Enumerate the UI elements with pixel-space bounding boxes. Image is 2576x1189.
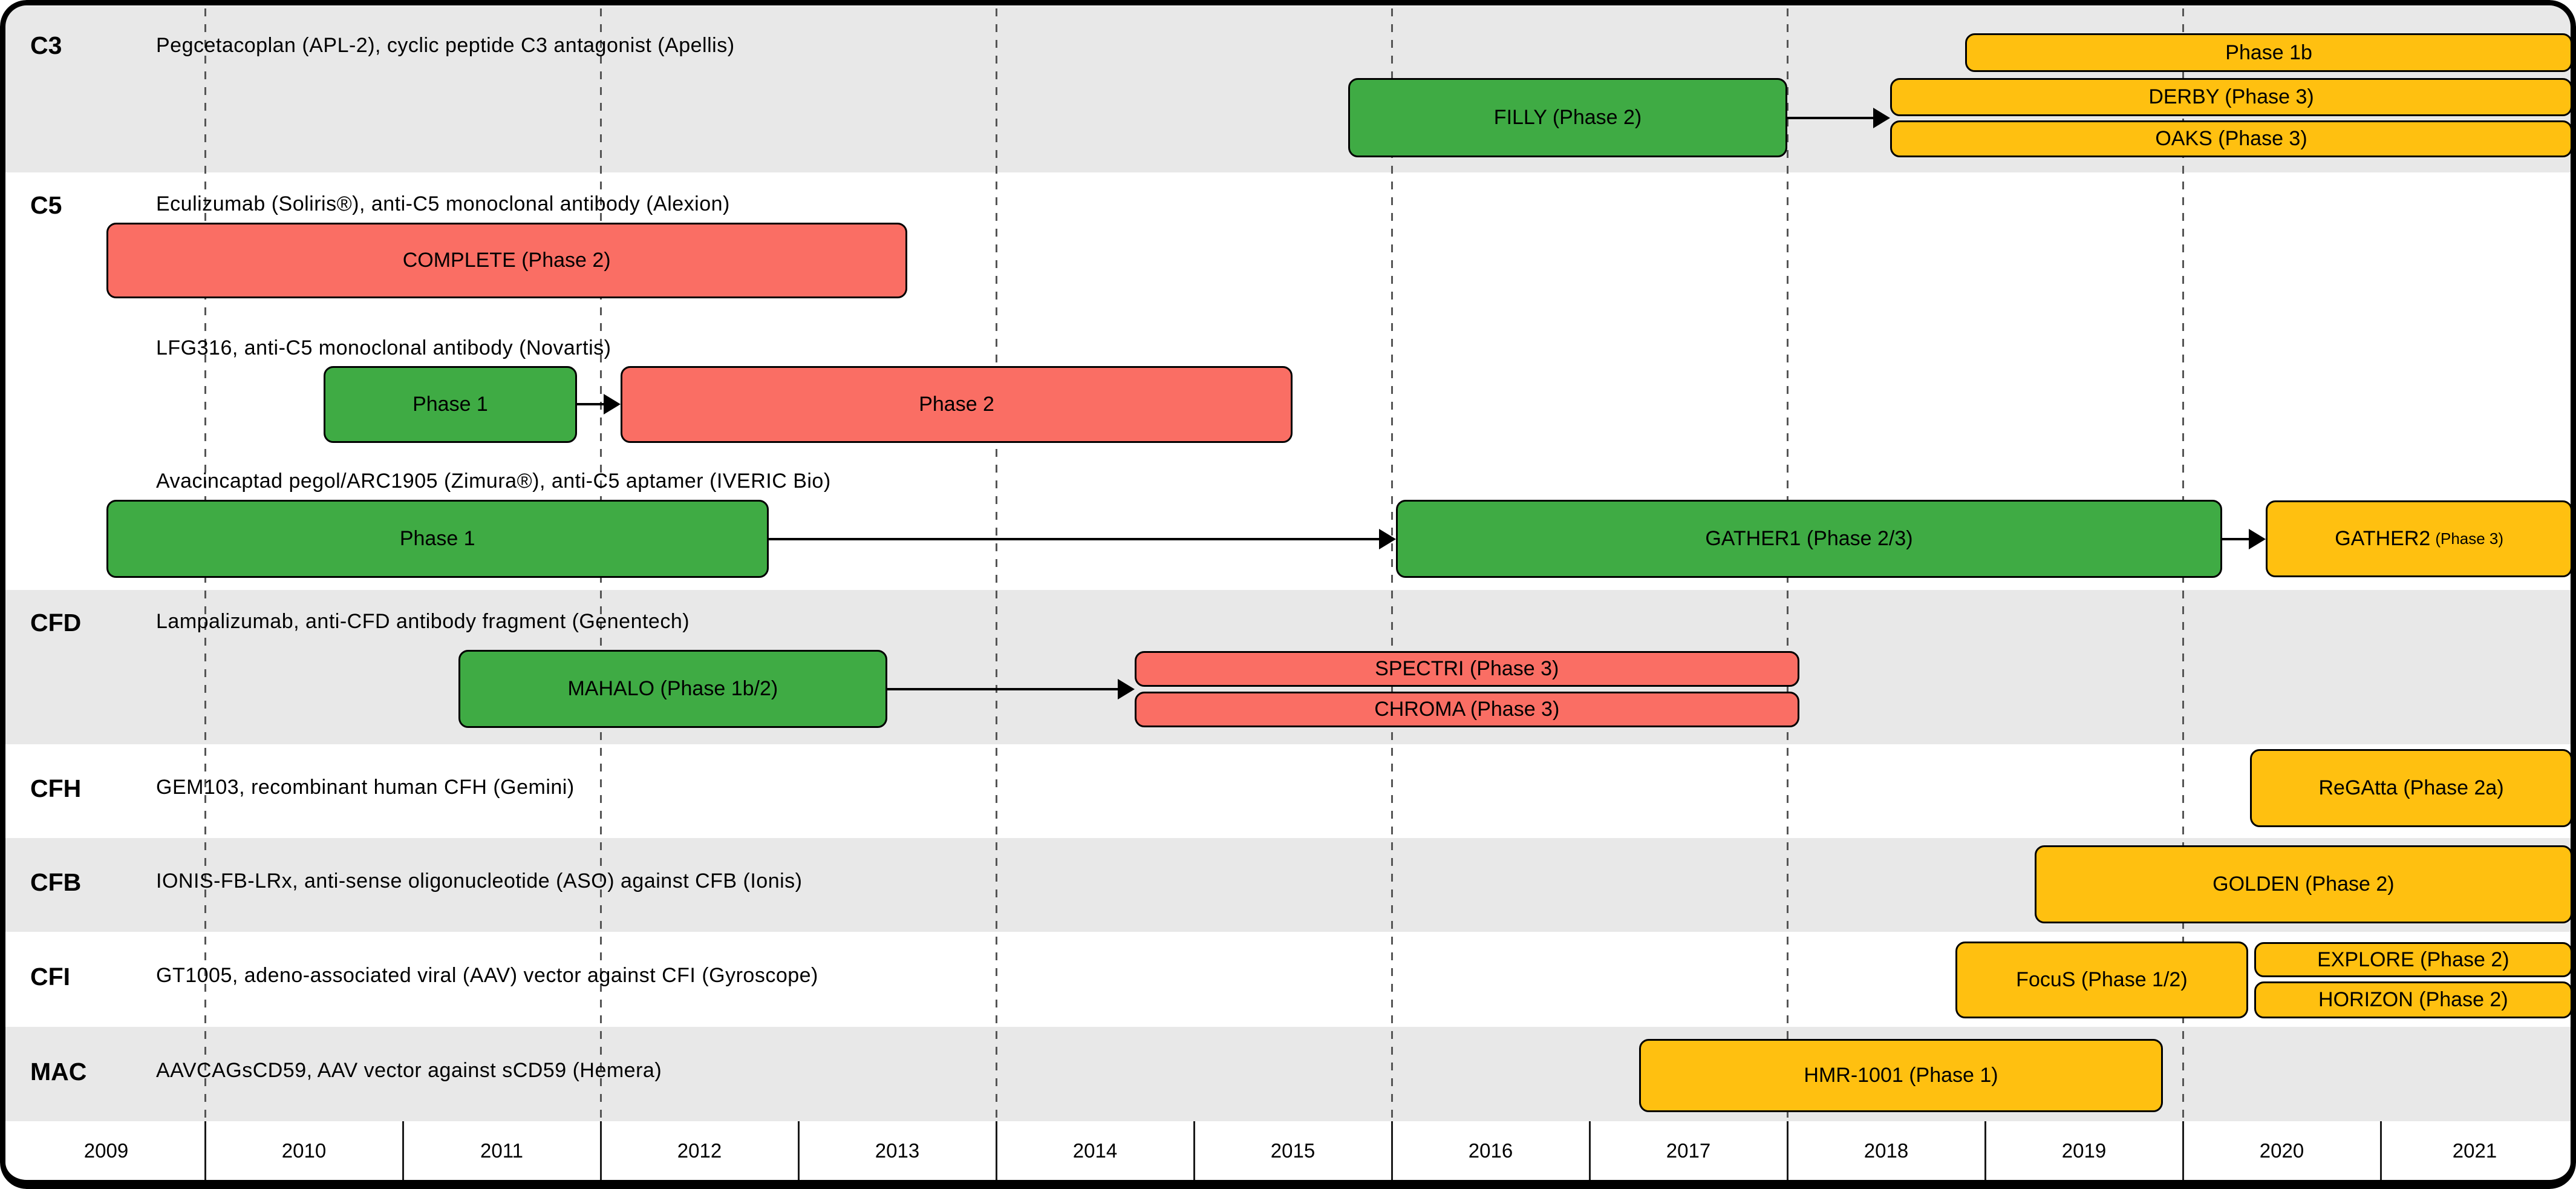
section-label-cfh: CFH xyxy=(30,775,82,802)
section-label-cfd: CFD xyxy=(30,609,82,637)
trial-bar: HMR-1001 (Phase 1) xyxy=(1639,1039,2164,1112)
trial-bar: ReGAtta (Phase 2a) xyxy=(2250,749,2572,827)
trial-bar: Phase 1 xyxy=(324,366,577,443)
year-label: 2018 xyxy=(1864,1139,1909,1162)
year-tick xyxy=(204,1121,206,1180)
connector-arrowhead xyxy=(1117,679,1135,699)
trial-bar-label: GATHER1 (Phase 2/3) xyxy=(1705,527,1913,550)
program-description: LFG316, anti-C5 monoclonal antibody (Nov… xyxy=(156,336,611,359)
trial-bar-label: MAHALO (Phase 1b/2) xyxy=(567,677,778,700)
connector-arrowhead xyxy=(1873,108,1891,128)
trial-bar-label: DERBY (Phase 3) xyxy=(2148,85,2314,108)
connector-arrow-line xyxy=(2222,538,2253,540)
connector-arrowhead xyxy=(603,394,621,414)
year-label: 2012 xyxy=(677,1139,722,1162)
trial-bar-label: GATHER2 xyxy=(2335,527,2431,550)
connector-arrowhead xyxy=(2249,529,2266,549)
section-label-cfb: CFB xyxy=(30,868,82,896)
trial-bar-phase-sublabel: (Phase 3) xyxy=(2435,529,2504,548)
trial-bar-label: Phase 2 xyxy=(919,393,994,416)
connector-arrow-line xyxy=(1787,117,1877,119)
trial-bar: GATHER2(Phase 3) xyxy=(2266,500,2572,577)
gridline-2014 xyxy=(996,8,997,1121)
section-label-c3: C3 xyxy=(30,31,62,59)
year-tick xyxy=(1589,1121,1591,1180)
trial-bar-label: HMR-1001 (Phase 1) xyxy=(1804,1064,1998,1087)
year-label: 2011 xyxy=(480,1139,523,1162)
trial-bar-label: ReGAtta (Phase 2a) xyxy=(2318,776,2504,799)
program-description: IONIS-FB-LRx, anti-sense oligonucleotide… xyxy=(156,870,803,893)
trial-bar-label: FocuS (Phase 1/2) xyxy=(2016,968,2188,991)
trial-bar-label: CHROMA (Phase 3) xyxy=(1374,698,1560,721)
year-label: 2016 xyxy=(1468,1139,1513,1162)
year-label: 2020 xyxy=(2259,1139,2304,1162)
year-label: 2021 xyxy=(2452,1139,2497,1162)
trial-bar-label: Phase 1b xyxy=(2225,41,2312,64)
trial-bar: HORIZON (Phase 2) xyxy=(2254,981,2572,1018)
trial-bar-label: EXPLORE (Phase 2) xyxy=(2317,948,2509,971)
trial-bar: EXPLORE (Phase 2) xyxy=(2254,942,2572,977)
trial-bar-label: Phase 1 xyxy=(399,527,475,550)
section-label-mac: MAC xyxy=(30,1058,87,1086)
year-label: 2019 xyxy=(2061,1139,2107,1162)
year-label: 2014 xyxy=(1072,1139,1118,1162)
year-label: 2013 xyxy=(875,1139,920,1162)
year-tick xyxy=(600,1121,602,1180)
trial-bar: DERBY (Phase 3) xyxy=(1890,78,2572,116)
trial-bar: FocuS (Phase 1/2) xyxy=(1955,942,2248,1018)
year-tick xyxy=(798,1121,800,1180)
trial-bar: GATHER1 (Phase 2/3) xyxy=(1395,500,2223,578)
trial-bar: FILLY (Phase 2) xyxy=(1348,78,1787,157)
year-tick xyxy=(2182,1121,2184,1180)
trial-bar: OAKS (Phase 3) xyxy=(1890,120,2572,157)
connector-arrowhead xyxy=(1378,529,1396,549)
program-description: Eculizumab (Soliris®), anti-C5 monoclona… xyxy=(156,192,730,215)
trial-bar: CHROMA (Phase 3) xyxy=(1134,692,1799,727)
trial-bar-label: GOLDEN (Phase 2) xyxy=(2212,873,2395,896)
year-tick xyxy=(1787,1121,1789,1180)
year-label: 2017 xyxy=(1666,1139,1711,1162)
section-label-cfi: CFI xyxy=(30,963,71,991)
year-tick xyxy=(996,1121,997,1180)
trial-bar-label: COMPLETE (Phase 2) xyxy=(402,249,611,272)
trial-bar-label: FILLY (Phase 2) xyxy=(1493,106,1642,129)
trial-bar: Phase 1b xyxy=(1965,33,2572,72)
program-description: AAVCAGsCD59, AAV vector against sCD59 (H… xyxy=(156,1059,662,1082)
trial-bar: COMPLETE (Phase 2) xyxy=(106,223,907,298)
trial-bar-label: SPECTRI (Phase 3) xyxy=(1375,657,1559,680)
year-tick xyxy=(1984,1121,1986,1180)
year-label: 2015 xyxy=(1270,1139,1316,1162)
connector-arrow-line xyxy=(576,403,607,405)
trial-bar: Phase 2 xyxy=(620,366,1293,443)
trial-bar: Phase 1 xyxy=(106,500,769,578)
program-description: Avacincaptad pegol/ARC1905 (Zimura®), an… xyxy=(156,470,831,493)
trial-bar: GOLDEN (Phase 2) xyxy=(2034,845,2572,923)
connector-arrow-line xyxy=(887,688,1121,690)
connector-arrow-line xyxy=(768,538,1383,540)
year-tick xyxy=(1193,1121,1195,1180)
year-label: 2009 xyxy=(83,1139,129,1162)
year-label: 2010 xyxy=(281,1139,327,1162)
program-description: Lampalizumab, anti-CFD antibody fragment… xyxy=(156,610,690,633)
section-label-c5: C5 xyxy=(30,191,62,219)
year-tick xyxy=(2380,1121,2382,1180)
program-description: GEM103, recombinant human CFH (Gemini) xyxy=(156,776,575,799)
program-description: GT1005, adeno-associated viral (AAV) vec… xyxy=(156,964,818,987)
year-tick xyxy=(1391,1121,1393,1180)
year-tick xyxy=(402,1121,404,1180)
trial-bar: MAHALO (Phase 1b/2) xyxy=(458,650,888,728)
trial-bar-label: Phase 1 xyxy=(412,393,488,416)
program-description: Pegcetacoplan (APL-2), cyclic peptide C3… xyxy=(156,34,735,57)
trial-bar: SPECTRI (Phase 3) xyxy=(1134,651,1799,687)
trial-bar-label: HORIZON (Phase 2) xyxy=(2318,988,2508,1011)
trial-bar-label: OAKS (Phase 3) xyxy=(2155,127,2307,150)
gridline-2016 xyxy=(1391,8,1393,1121)
